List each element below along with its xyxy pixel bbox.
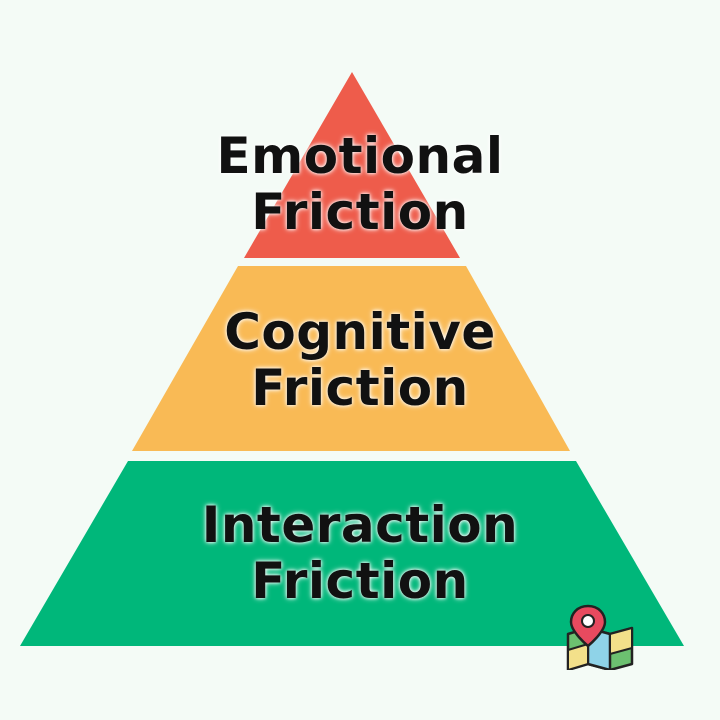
- tier-interaction-shape: [20, 461, 684, 646]
- tier-interaction-line1: Interaction: [201, 496, 519, 554]
- tier-interaction-line2: Friction: [251, 552, 469, 610]
- tier-cognitive-label: Cognitive Friction: [0, 304, 720, 416]
- tier-emotional-shape: [244, 72, 460, 258]
- tier-cognitive-shape: [132, 266, 570, 451]
- tier-cognitive-line1: Cognitive: [224, 303, 496, 361]
- tier-emotional-line1: Emotional: [216, 127, 504, 185]
- tier-emotional-line2: Friction: [251, 183, 469, 241]
- map-pin-icon: [566, 604, 634, 670]
- tier-interaction-label: Interaction Friction: [0, 497, 720, 609]
- tier-cognitive-line2: Friction: [251, 359, 469, 417]
- tier-emotional-label: Emotional Friction: [0, 128, 720, 240]
